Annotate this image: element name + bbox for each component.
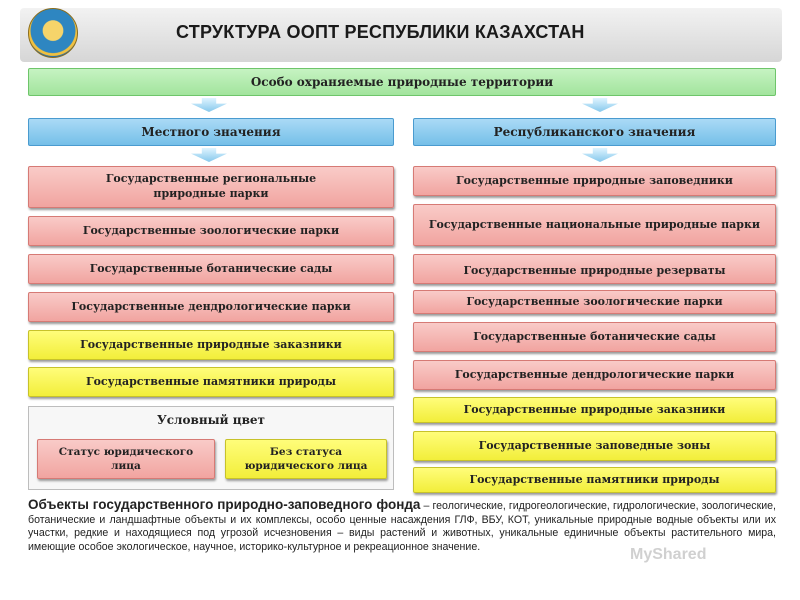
republican-item-reserves: Государственные природные заказники bbox=[413, 397, 776, 423]
arrow-down-icon bbox=[582, 148, 618, 162]
state-emblem-icon bbox=[28, 8, 78, 58]
watermark: MyShared bbox=[630, 546, 707, 563]
republican-item-zoo-parks: Государственные зоологические парки bbox=[413, 290, 776, 314]
local-heading-label: Местного значения bbox=[141, 124, 281, 139]
republican-heading-box: Республиканского значения bbox=[413, 118, 776, 146]
top-category-box: Особо охраняемые природные территории bbox=[28, 68, 776, 96]
local-item-dendro-parks: Государственные дендрологические парки bbox=[28, 292, 394, 322]
color-legend: Условный цвет Статус юридического лица Б… bbox=[28, 406, 394, 490]
definition-note: Объекты государственного природно-запове… bbox=[28, 498, 776, 554]
legend-pink-swatch: Статус юридического лица bbox=[37, 439, 215, 479]
republican-item-reservates: Государственные природные резерваты bbox=[413, 254, 776, 284]
arrow-down-icon bbox=[191, 98, 227, 112]
republican-item-protected-zones: Государственные заповедные зоны bbox=[413, 431, 776, 461]
note-lead: Объекты государственного природно-запове… bbox=[28, 497, 421, 512]
local-heading-box: Местного значения bbox=[28, 118, 394, 146]
arrow-down-icon bbox=[191, 148, 227, 162]
arrow-down-icon bbox=[582, 98, 618, 112]
local-item-monuments: Государственные памятники природы bbox=[28, 367, 394, 397]
republican-item-nature-reserves: Государственные природные заповедники bbox=[413, 166, 776, 196]
local-item-regional-parks: Государственные региональные природные п… bbox=[28, 166, 394, 208]
republican-item-monuments: Государственные памятники природы bbox=[413, 467, 776, 493]
local-item-reserves: Государственные природные заказники bbox=[28, 330, 394, 360]
top-category-label: Особо охраняемые природные территории bbox=[250, 74, 554, 89]
republican-item-botanical-gardens: Государственные ботанические сады bbox=[413, 322, 776, 352]
local-item-zoo-parks: Государственные зоологические парки bbox=[28, 216, 394, 246]
local-item-botanical-gardens: Государственные ботанические сады bbox=[28, 254, 394, 284]
legend-yellow-swatch: Без статуса юридического лица bbox=[225, 439, 387, 479]
republican-item-national-parks: Государственные национальные природные п… bbox=[413, 204, 776, 246]
note-body: – геологические, гидрогеологические, гид… bbox=[28, 500, 776, 553]
republican-heading-label: Республиканского значения bbox=[493, 124, 696, 139]
page-title: СТРУКТУРА ООПТ РЕСПУБЛИКИ КАЗАХСТАН bbox=[176, 22, 585, 42]
header-band bbox=[20, 8, 782, 62]
republican-item-dendro-parks: Государственные дендрологические парки bbox=[413, 360, 776, 390]
legend-title: Условный цвет bbox=[156, 413, 265, 427]
